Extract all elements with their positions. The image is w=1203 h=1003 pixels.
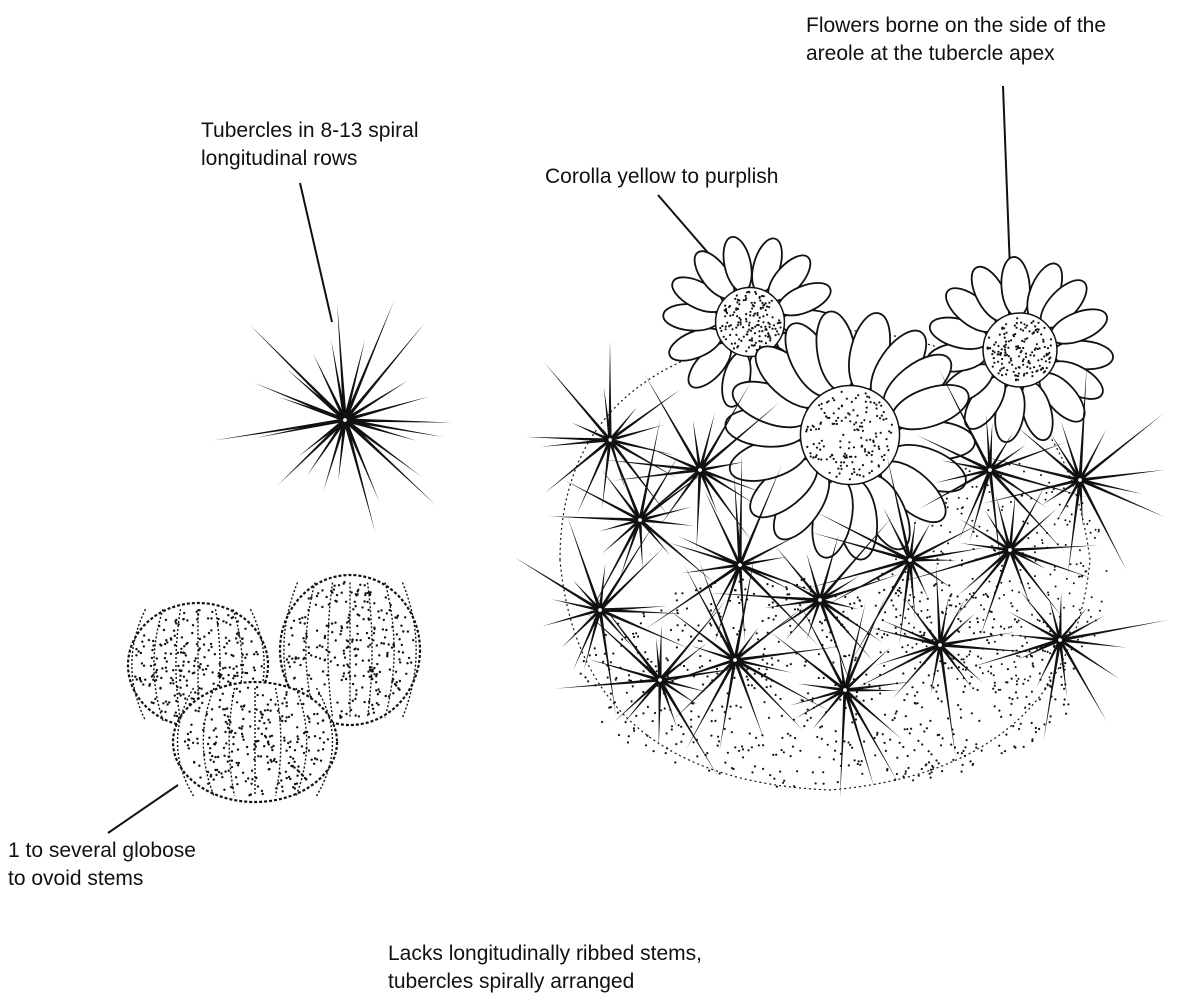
tubercle-spine-cluster: [214, 301, 452, 534]
flowering-cactus-drawing: [514, 234, 1168, 798]
globose-stem-front: [173, 682, 337, 802]
stems-leader-line: [108, 785, 178, 833]
flowers-leader-line: [1003, 86, 1010, 270]
spine-cluster-drawing: [214, 301, 452, 534]
caption: Lacks longitudinally ribbed stems, tuber…: [388, 940, 702, 996]
tubercles-leader-line: [300, 183, 332, 322]
small-cacti-drawing: [128, 575, 420, 802]
flower-center: [983, 313, 1057, 387]
stems-annotation: 1 to several globose to ovoid stems: [8, 837, 196, 893]
tubercles-annotation: Tubercles in 8-13 spiral longitudinal ro…: [201, 117, 419, 173]
flower-center: [800, 385, 899, 484]
corolla-annotation: Corolla yellow to purplish: [545, 163, 778, 191]
flowers-annotation: Flowers borne on the side of the areole …: [806, 12, 1106, 68]
